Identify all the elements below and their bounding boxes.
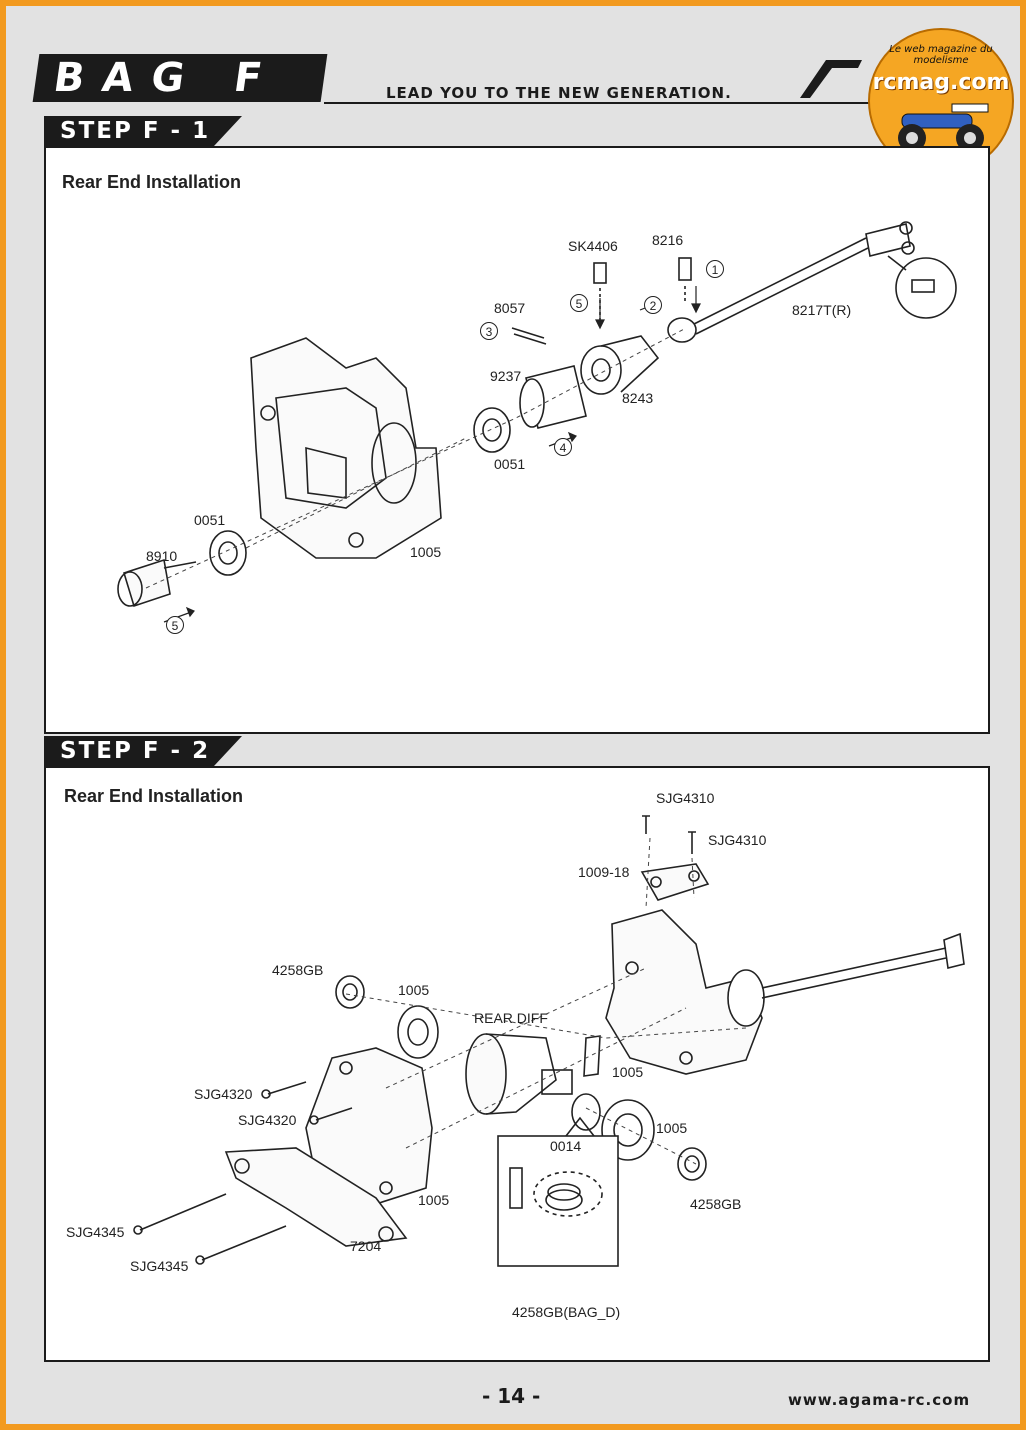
part-8057: 8057	[494, 300, 526, 316]
buggy-icon	[898, 103, 989, 152]
part-4258gb-right: 4258GB	[690, 1196, 742, 1212]
logo-site-name: rcmag.com	[872, 70, 1010, 95]
part-0051-left: 0051	[194, 512, 226, 528]
part-sjg4320-a: SJG4320	[194, 1086, 253, 1102]
step-number-4: 4	[554, 438, 572, 456]
step-number-5-screw: 5	[570, 294, 588, 312]
part-8216: 8216	[652, 232, 684, 248]
step-f2-exploded-diagram	[133, 815, 965, 1267]
step-f1-tag: STEP F - 1	[44, 116, 242, 146]
footer-website: www.agama-rc.com	[788, 1391, 971, 1409]
part-1005-cup: 1005	[656, 1120, 688, 1136]
step-number-5-pinion: 5	[166, 616, 184, 634]
brand-logo-icon	[800, 60, 862, 98]
step-f2-title: Rear End Installation	[64, 786, 244, 806]
part-rear-diff: REAR DIFF	[474, 1010, 548, 1026]
part-0051-right: 0051	[494, 456, 526, 472]
step-number-1: 1	[706, 260, 724, 278]
part-1005: 1005	[410, 544, 442, 560]
step-f1-title: Rear End Installation	[62, 172, 242, 192]
part-1009-18: 1009-18	[578, 864, 630, 880]
part-1005-housing: 1005	[418, 1192, 450, 1208]
step-number-2: 2	[644, 296, 662, 314]
part-8910: 8910	[146, 548, 178, 564]
part-1005-side: 1005	[612, 1064, 644, 1080]
part-8217tr: 8217T(R)	[792, 302, 852, 318]
step-f2-panel: Rear End Installation	[44, 766, 990, 1362]
part-9237: 9237	[490, 368, 522, 384]
step-f1-panel: Rear End Installation	[44, 146, 990, 734]
part-8243: 8243	[622, 390, 654, 406]
part-sjg4320-b: SJG4320	[238, 1112, 297, 1128]
step-number-3: 3	[480, 322, 498, 340]
page-number: - 14 -	[482, 1384, 541, 1408]
part-sjg4310-top: SJG4310	[656, 790, 715, 806]
step-f2-tag: STEP F - 2	[44, 736, 242, 766]
bag-title: BAG F	[32, 54, 328, 102]
part-sjg4310-second: SJG4310	[708, 832, 767, 848]
part-0014: 0014	[550, 1138, 582, 1154]
header-tagline: LEAD YOU TO THE NEW GENERATION.	[386, 84, 732, 102]
part-4258gb-bag-d: 4258GB(BAG_D)	[512, 1304, 621, 1320]
step-f1-exploded-diagram	[117, 221, 957, 623]
part-7204: 7204	[350, 1238, 382, 1254]
logo-subtitle: Le web magazine du modelisme	[889, 44, 993, 66]
header-rule	[324, 102, 924, 104]
part-4258gb-left: 4258GB	[272, 962, 324, 978]
part-sjg4345-a: SJG4345	[66, 1224, 125, 1240]
part-sjg4345-b: SJG4345	[130, 1258, 189, 1274]
part-1005-bearing: 1005	[398, 982, 430, 998]
part-sk4406: SK4406	[568, 238, 618, 254]
